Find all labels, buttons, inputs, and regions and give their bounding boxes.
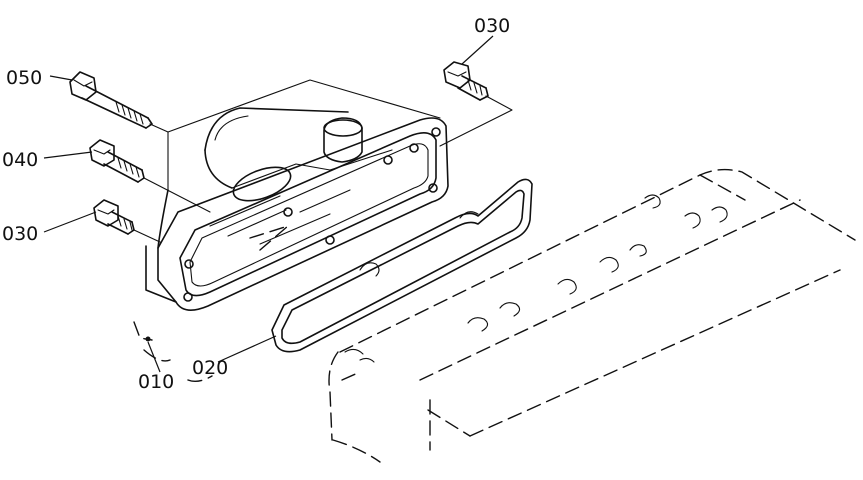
callout-040: 040 <box>2 149 38 171</box>
callout-030-top: 030 <box>474 15 510 37</box>
callout-030-left: 030 <box>2 223 38 245</box>
gasket-020 <box>271 178 533 353</box>
bolt-050 <box>69 71 169 133</box>
leader-lines <box>43 35 494 373</box>
engine-block-outline <box>328 168 856 463</box>
cover-housing-010 <box>133 79 449 383</box>
bolt-040 <box>89 139 211 213</box>
callout-050: 050 <box>6 67 42 89</box>
callout-010: 010 <box>138 371 174 393</box>
bolt-030-left <box>93 199 161 243</box>
callout-020: 020 <box>192 357 228 379</box>
bolt-030-top <box>439 61 513 147</box>
